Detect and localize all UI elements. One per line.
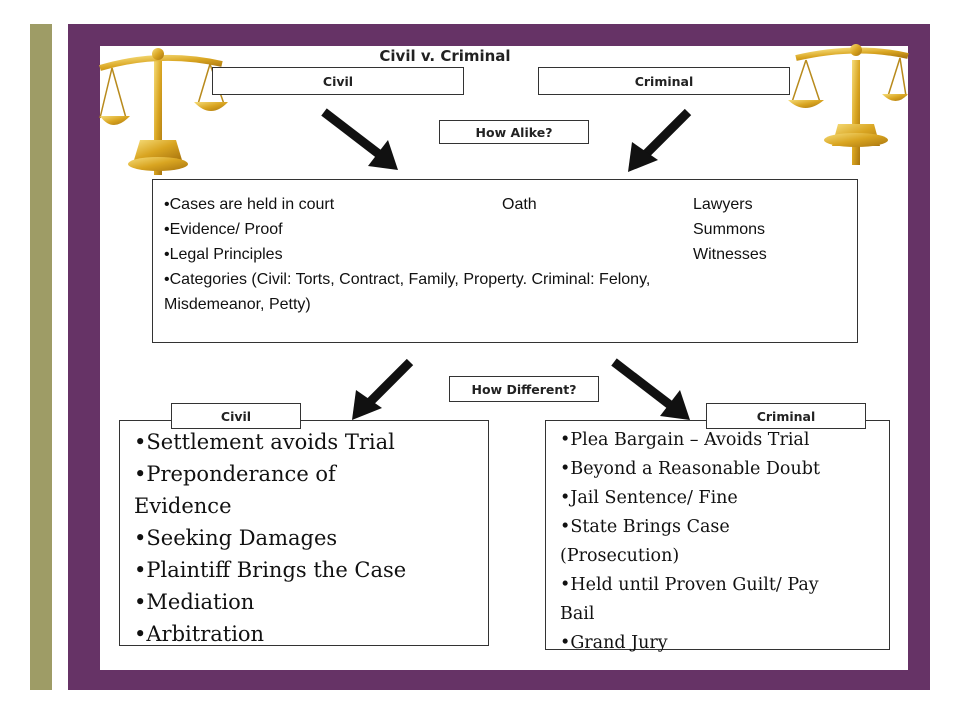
criminal-item: State Brings Case: [560, 513, 888, 542]
criminal-item: Held until Proven Guilt/ Pay: [560, 571, 888, 600]
criminal-item-continuation: (Prosecution): [560, 546, 680, 566]
top-civil-label: Civil: [212, 67, 464, 95]
civil-box-label: Civil: [171, 403, 301, 429]
side-accent-bar: [30, 24, 52, 690]
civil-item: Seeking Damages: [134, 522, 486, 554]
criminal-list: Plea Bargain – Avoids Trial Beyond a Rea…: [560, 426, 888, 658]
criminal-item: Beyond a Reasonable Doubt: [560, 455, 888, 484]
page-title: Civil v. Criminal: [379, 47, 511, 65]
alike-item: Lawyers: [693, 196, 753, 213]
civil-item: Mediation: [134, 586, 486, 618]
criminal-item: Plea Bargain – Avoids Trial: [560, 426, 888, 455]
alike-column-1: Cases are held in court Evidence/ Proof …: [164, 192, 335, 267]
alike-item: Cases are held in court: [164, 192, 335, 217]
top-criminal-label: Criminal: [538, 67, 790, 95]
civil-list: Settlement avoids Trial Preponderance of…: [134, 426, 486, 650]
arrow-criminal-to-alike: [628, 108, 692, 172]
how-alike-label: How Alike?: [439, 120, 589, 144]
scales-of-justice-right-icon: [788, 44, 909, 165]
alike-item: Oath: [502, 196, 537, 213]
alike-column-2: Oath: [502, 192, 537, 217]
alike-categories: Categories (Civil: Torts, Contract, Fami…: [164, 267, 854, 317]
civil-item: Plaintiff Brings the Case: [134, 554, 486, 586]
civil-item: Preponderance of: [134, 458, 486, 490]
civil-item: Arbitration: [134, 618, 486, 650]
alike-item-continuation: Misdemeanor, Petty): [164, 296, 311, 313]
civil-item: Settlement avoids Trial: [134, 426, 486, 458]
criminal-item: Grand Jury: [560, 629, 888, 658]
arrow-alike-to-civil: [352, 358, 414, 420]
alike-item: Categories (Civil: Torts, Contract, Fami…: [164, 267, 854, 292]
alike-item: Legal Principles: [164, 242, 334, 267]
criminal-item-continuation: Bail: [560, 604, 595, 624]
alike-item: Witnesses: [693, 246, 767, 263]
criminal-item: Jail Sentence/ Fine: [560, 484, 888, 513]
arrow-civil-to-alike: [321, 108, 398, 170]
civil-item-continuation: Evidence: [134, 494, 232, 518]
arrow-alike-to-criminal: [611, 358, 690, 420]
alike-column-3: Lawyers Summons Witnesses: [693, 192, 767, 267]
scales-of-justice-left-icon: [99, 48, 228, 175]
how-different-label: How Different?: [449, 376, 599, 402]
alike-item: Summons: [693, 221, 766, 238]
alike-item: Evidence/ Proof: [164, 217, 334, 242]
